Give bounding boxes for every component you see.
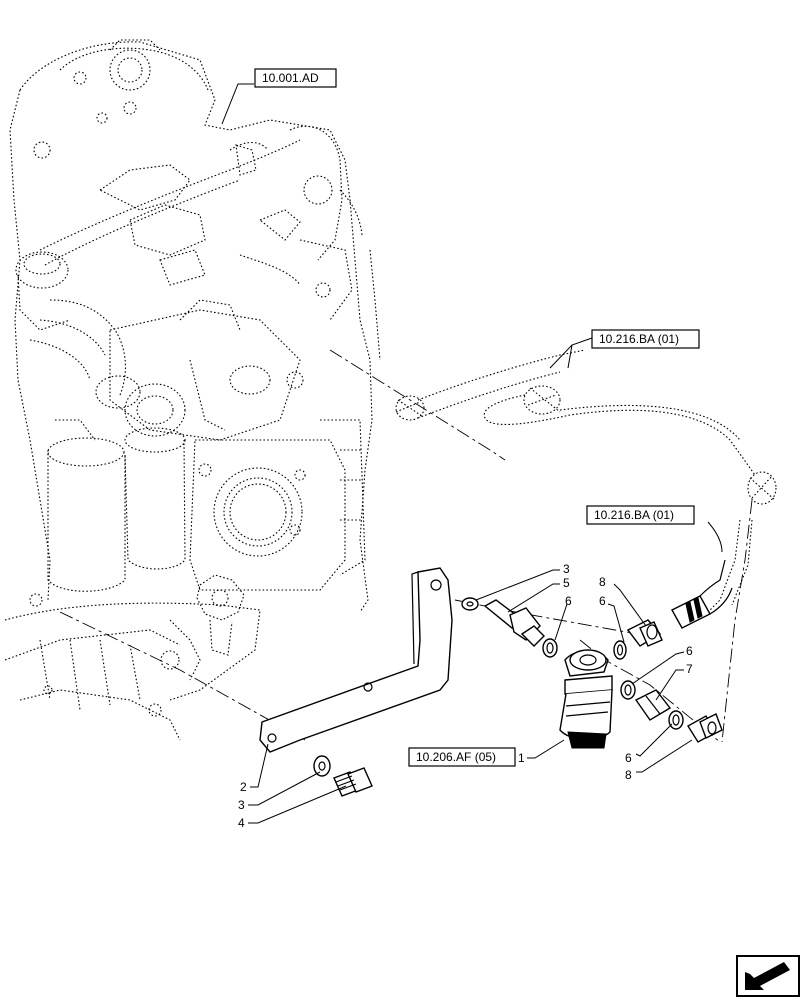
bolt bbox=[333, 767, 373, 797]
mounting-bracket bbox=[259, 567, 453, 753]
banjo-fitting bbox=[687, 713, 723, 743]
callout-8: 8 bbox=[625, 768, 632, 782]
hose-connector bbox=[671, 559, 733, 629]
reference-label: 10.206.AF (05) bbox=[416, 750, 496, 764]
callout-3: 3 bbox=[563, 562, 570, 576]
reference-box-10-206-af[interactable]: 10.206.AF (05) bbox=[408, 747, 516, 767]
o-ring bbox=[542, 638, 558, 658]
reference-label: 10.216.BA (01) bbox=[599, 332, 679, 346]
callout-7: 7 bbox=[686, 662, 693, 676]
callout-6: 6 bbox=[599, 594, 606, 608]
callout-6: 6 bbox=[686, 644, 693, 658]
callout-8: 8 bbox=[599, 575, 606, 589]
solid-parts bbox=[259, 559, 733, 797]
engine-phantom-outline bbox=[4, 39, 381, 741]
callout-1: 1 bbox=[518, 751, 525, 765]
reference-box-10-216-ba-top[interactable]: 10.216.BA (01) bbox=[591, 329, 700, 349]
leader-lines bbox=[221, 83, 723, 824]
fuel-filter bbox=[559, 649, 613, 749]
fuel-hose-phantom bbox=[395, 349, 777, 616]
callout-4: 4 bbox=[238, 816, 245, 830]
callout-numbers: 3 5 6 8 6 6 7 6 8 1 2 3 4 bbox=[238, 562, 693, 830]
reference-box-10-216-ba-right[interactable]: 10.216.BA (01) bbox=[586, 505, 695, 525]
reference-label: 10.216.BA (01) bbox=[594, 508, 674, 522]
callout-5: 5 bbox=[563, 576, 570, 590]
callout-6: 6 bbox=[625, 751, 632, 765]
callout-6: 6 bbox=[565, 594, 572, 608]
reference-box-10-001-ad[interactable]: 10.001.AD bbox=[254, 68, 337, 88]
union-fitting bbox=[483, 599, 545, 647]
washer bbox=[461, 597, 479, 611]
callout-3: 3 bbox=[238, 798, 245, 812]
hose-fitting bbox=[626, 619, 663, 647]
next-page-arrow-icon[interactable] bbox=[736, 955, 800, 997]
reference-label: 10.001.AD bbox=[262, 71, 319, 85]
callout-2: 2 bbox=[240, 780, 247, 794]
